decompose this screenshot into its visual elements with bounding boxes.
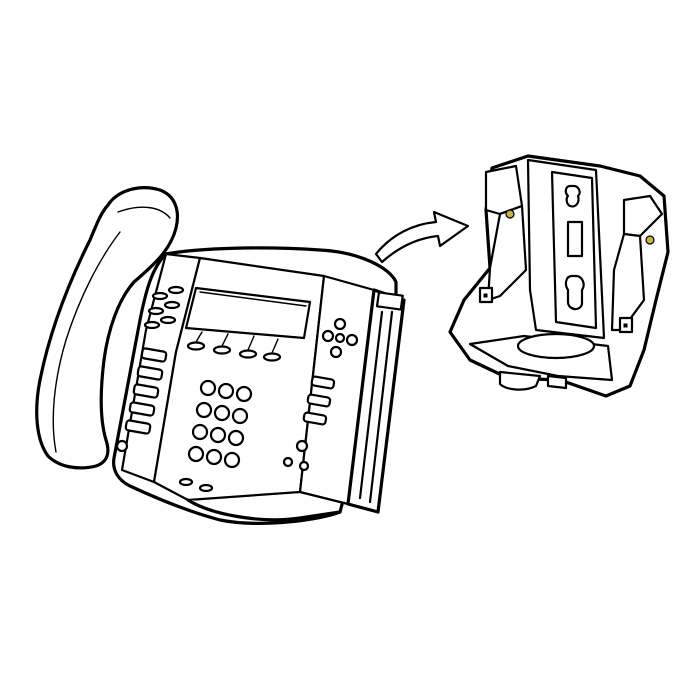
softkeys: [186, 331, 282, 362]
keyhole-top: [564, 184, 581, 208]
handset: [35, 186, 180, 470]
screw-left: [505, 209, 515, 219]
line-keys: [115, 347, 168, 453]
nav-cluster: [321, 317, 359, 359]
lcd-display: [184, 286, 312, 340]
base-cutout: [516, 332, 596, 360]
dial-keypad: [178, 379, 253, 493]
screw-right: [645, 235, 655, 245]
left-oval-keys: [143, 285, 185, 330]
direction-arrow: [374, 210, 470, 264]
center-window: [566, 220, 584, 258]
feature-keys: [282, 375, 336, 472]
wall-mount-bracket: [448, 154, 670, 398]
desk-phone: [35, 186, 406, 525]
keyhole-bottom: [564, 274, 585, 311]
